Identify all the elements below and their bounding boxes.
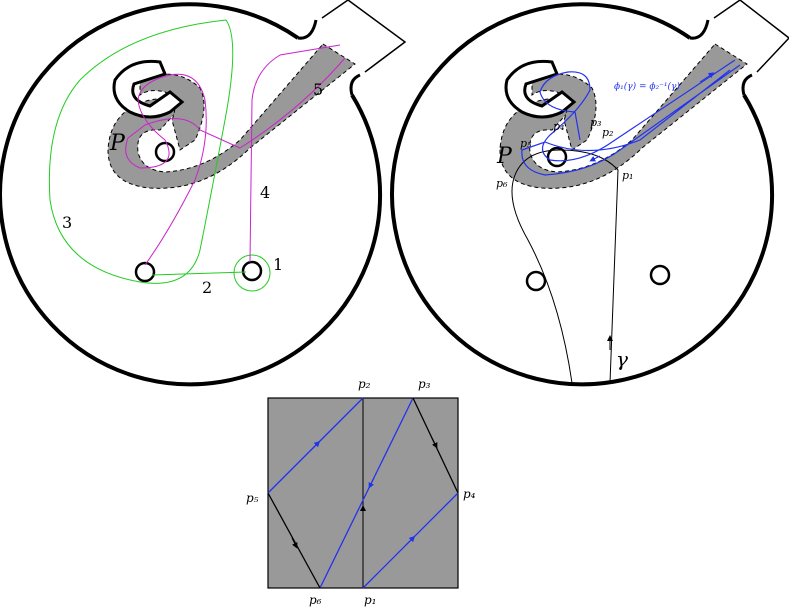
square-p2: p₂: [358, 377, 371, 391]
green-curve-3: [48, 19, 234, 284]
left-puncture-p: [154, 141, 176, 163]
right-disk-boundary: [390, 2, 775, 387]
right-p4: p₄: [553, 120, 564, 133]
square-blue-p6-p3: [319, 397, 414, 589]
curve-label-2: 2: [202, 278, 212, 297]
right-p3: p₃: [590, 116, 601, 129]
gamma-arc: [511, 149, 619, 384]
right-puncture-p: [546, 146, 568, 168]
square-p4: p₄: [463, 487, 476, 501]
right-neck-box: [713, 0, 789, 73]
right-puncture-a: [525, 270, 547, 292]
curve-label-3: 3: [62, 213, 72, 232]
left-disk-boundary: [0, 2, 383, 387]
curve-label-5: 5: [313, 80, 323, 99]
right-p6: p₆: [496, 177, 508, 190]
blue-curve: [521, 59, 741, 176]
left-puncture-a: [134, 261, 156, 283]
right-p1: p₁: [622, 169, 633, 182]
right-p2: p₂: [602, 126, 613, 139]
square-p6: p₆: [309, 593, 322, 607]
magenta-curve-4: [249, 44, 341, 263]
left-neck: [297, 19, 318, 40]
left-panel: P 1 2 3 4 5: [0, 0, 407, 387]
formula-label: ϕ₁(γ) = ϕ₂⁻¹(γ): [614, 81, 680, 92]
green-curve-2: [151, 271, 247, 276]
right-puncture-label: P: [496, 144, 513, 169]
right-puncture-b: [649, 264, 671, 286]
magenta-curve-5: [125, 57, 346, 266]
green-curve-1: [233, 254, 271, 292]
right-p5: p₅: [520, 137, 532, 150]
square-p5: p₅: [246, 491, 259, 505]
curve-label-1: 1: [273, 255, 283, 274]
left-puncture-label: P: [109, 131, 126, 156]
left-puncture-b: [241, 260, 263, 282]
square-panel: p₁ p₂ p₃ p₄ p₅ p₆: [246, 377, 476, 607]
square-p3: p₃: [418, 377, 431, 391]
square-black-p5-p6: [267, 492, 321, 589]
curve-label-4: 4: [260, 183, 270, 202]
right-panel: P ϕ₁(γ) = ϕ₂⁻¹(γ) γ p₁ p₂ p₃ p₄ p₅ p₆: [390, 0, 789, 387]
left-hook-hole: [112, 59, 185, 119]
gamma-label: γ: [616, 347, 628, 371]
right-hook-hole: [504, 59, 577, 119]
left-neck-box: [321, 0, 407, 73]
square-p1: p₁: [364, 593, 377, 607]
